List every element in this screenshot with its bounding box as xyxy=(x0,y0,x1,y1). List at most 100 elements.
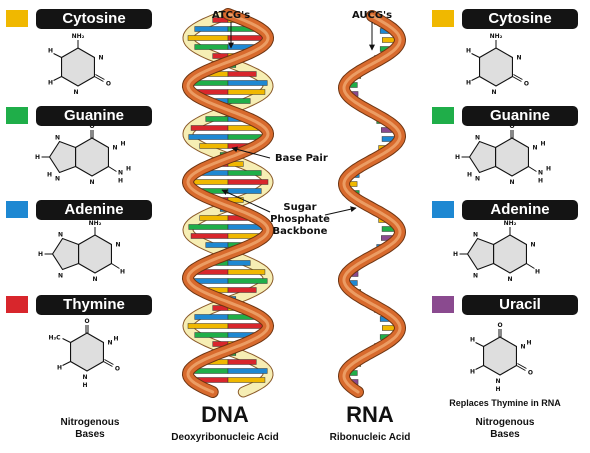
hydrogen-atom: H xyxy=(526,340,531,347)
base-pair-right xyxy=(227,89,266,95)
base-pair-right xyxy=(227,170,262,176)
base-pair-right xyxy=(227,188,262,194)
bond xyxy=(516,365,526,371)
adenine-swatch-right xyxy=(432,201,454,218)
nitrogen-atom: N xyxy=(92,276,97,283)
hydrogen-atom: H xyxy=(495,386,500,393)
bond xyxy=(103,361,113,367)
oxygen-atom: O xyxy=(509,123,514,130)
uracil-note: Replaces Thymine in RNA xyxy=(449,398,561,408)
nitrogen-atom: N xyxy=(89,179,94,186)
thymine-label: Thymine xyxy=(36,295,152,315)
amino-group: NH₂ xyxy=(89,220,102,227)
nitrogen-atom: N xyxy=(115,242,120,249)
oxygen-atom: O xyxy=(497,322,502,329)
uracil-swatch xyxy=(432,296,454,313)
bond xyxy=(95,74,105,80)
bond xyxy=(53,53,62,58)
base-pair-right xyxy=(227,71,257,77)
pyrimidine-ring xyxy=(69,332,105,372)
purine-five-ring xyxy=(51,237,80,271)
hydrogen-atom: H xyxy=(47,172,52,179)
purine-six-ring xyxy=(494,137,530,177)
purine-five-ring xyxy=(468,140,497,174)
base-pair-right xyxy=(227,179,269,185)
nitrogen-atom: N xyxy=(507,276,512,283)
dna-helix xyxy=(181,8,275,398)
bond xyxy=(471,53,480,58)
backbone-highlight xyxy=(342,14,402,394)
rna-helix xyxy=(337,10,407,398)
nitrogen-atom: N xyxy=(107,340,112,347)
nitrogen-atom: N xyxy=(509,179,514,186)
oxygen-atom: O xyxy=(84,318,89,325)
hydrogen-atom: H xyxy=(48,48,53,55)
oxygen-atom: O xyxy=(524,81,529,88)
nitrogen-atom: N xyxy=(55,176,60,183)
hydrogen-atom: H xyxy=(540,141,545,148)
base-pair-left xyxy=(187,323,229,329)
base-pair-left xyxy=(190,125,229,131)
nitrogen-atom: N xyxy=(58,232,63,239)
nitrogen-atom: N xyxy=(112,145,117,152)
hydrogen-atom: H xyxy=(535,269,540,276)
bond xyxy=(108,166,117,172)
hydrogen-atom: H xyxy=(35,154,40,161)
hydrogen-atom: H xyxy=(455,154,460,161)
base-pair-right xyxy=(227,260,251,266)
base-pair-right xyxy=(227,368,268,374)
oxygen-atom: O xyxy=(106,81,111,88)
pyrimidine-ring xyxy=(478,47,514,87)
base-pair-right xyxy=(227,377,266,383)
dna-subtitle: Deoxyribonucleic Acid xyxy=(171,432,279,443)
base-pair-label: Base Pair xyxy=(275,153,328,164)
hydrogen-atom: H xyxy=(38,251,43,258)
nitrogen-atom: N xyxy=(58,273,63,280)
hydrogen-atom: H xyxy=(118,178,123,185)
nitrogen-atom: N xyxy=(475,176,480,183)
base-pair-left xyxy=(190,233,229,239)
base-pair-right xyxy=(227,269,266,275)
bond xyxy=(517,363,527,369)
dna-top-label: ATCG's xyxy=(212,10,250,21)
guanine-label-right: Guanine xyxy=(462,106,578,126)
cytosine-swatch-right xyxy=(432,10,454,27)
amino-group: NH₂ xyxy=(72,33,85,40)
bond xyxy=(475,342,484,347)
nitrogen-atom: N xyxy=(520,344,525,351)
hydrogen-atom: H xyxy=(466,80,471,87)
purine-six-ring xyxy=(74,137,110,177)
uracil-label: Uracil xyxy=(462,295,578,315)
hydrogen-atom: H xyxy=(126,166,131,173)
pyrimidine-ring xyxy=(482,336,518,376)
base-pair-left xyxy=(205,116,229,122)
hydrogen-atom: H xyxy=(57,365,62,372)
rna-top-label: AUCG's xyxy=(352,10,392,21)
bond xyxy=(526,263,535,269)
backbone-label-line3: Backbone xyxy=(273,226,328,237)
hydrogen-atom: H xyxy=(538,178,543,185)
bond xyxy=(62,338,71,343)
base-pair-left xyxy=(194,44,229,50)
guanine-label: Guanine xyxy=(36,106,152,126)
base-pair-left xyxy=(188,134,229,140)
cytosine-label: Cytosine xyxy=(36,9,152,29)
methyl-group: H₃C xyxy=(49,335,62,342)
bond xyxy=(62,361,71,366)
nitrogen-atom: N xyxy=(55,135,60,142)
right-caption-line1: Nitrogenous xyxy=(475,417,535,428)
base-pair-left xyxy=(199,215,229,221)
rna-title: RNA xyxy=(346,402,394,427)
nitrogen-atom: N xyxy=(475,135,480,142)
backbone-label-line2: Phosphate xyxy=(270,214,330,225)
guanine-swatch-right xyxy=(432,107,454,124)
bond xyxy=(111,263,120,269)
amino-group: NH₂ xyxy=(490,33,503,40)
hydrogen-atom: H xyxy=(470,337,475,344)
nitrogen-atom: N xyxy=(473,232,478,239)
adenine-label-right: Adenine xyxy=(462,200,578,220)
cytosine-label-right: Cytosine xyxy=(462,9,578,29)
amino-group: NH₂ xyxy=(504,220,517,227)
